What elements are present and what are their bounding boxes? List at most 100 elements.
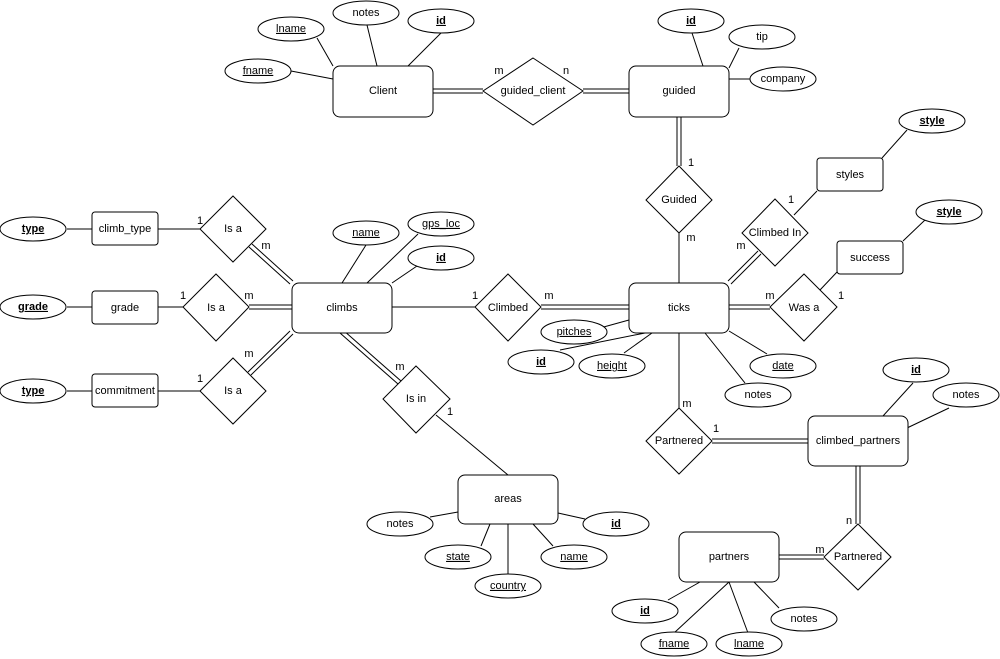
attribute-partners-lname[interactable]: lname: [715, 631, 783, 657]
relationship-isa-climb-type[interactable]: Is a: [199, 195, 267, 263]
entity-climbs[interactable]: climbs: [291, 282, 393, 334]
relationship-label: Was a: [789, 302, 821, 314]
entity-ticks[interactable]: ticks: [628, 282, 730, 334]
relationship-guided[interactable]: Guided: [645, 165, 713, 234]
attribute-climbs-gps-loc[interactable]: gps_loc: [407, 211, 475, 237]
attribute-climbs-id[interactable]: id: [407, 245, 475, 271]
attribute-label: name: [560, 551, 588, 563]
attribute-climbed-partners-notes[interactable]: notes: [932, 382, 1000, 408]
relationship-label: Partnered: [834, 551, 882, 563]
attribute-areas-name[interactable]: name: [540, 544, 608, 570]
relationship-partnered-ticks[interactable]: Partnered: [645, 407, 713, 475]
attribute-label: id: [436, 252, 446, 264]
attribute-label: height: [597, 360, 627, 372]
cardinality-label: 1: [713, 423, 719, 435]
cardinality-label: m: [261, 240, 270, 252]
relationship-label: Climbed In: [749, 227, 802, 239]
attribute-label: id: [611, 518, 621, 530]
relationship-climbed-in[interactable]: Climbed In: [741, 198, 809, 267]
attribute-client-id[interactable]: id: [407, 8, 475, 34]
relationship-was-a[interactable]: Was a: [769, 273, 838, 342]
attribute-label: id: [536, 356, 546, 368]
relationship-isa-grade[interactable]: Is a: [182, 273, 250, 342]
attribute-partners-fname[interactable]: fname: [640, 631, 708, 657]
cardinality-label: m: [682, 398, 691, 410]
cardinality-labels: m n 1 m 1 m m 1 1 m 1 m 1 m 1 m m 1 m 1 …: [180, 65, 852, 556]
attribute-label: style: [919, 115, 944, 127]
entity-label: partners: [709, 551, 750, 563]
relationship-partnered-partners[interactable]: Partnered: [823, 523, 892, 591]
entity-partners[interactable]: partners: [678, 531, 780, 583]
entity-guided[interactable]: guided: [628, 65, 730, 118]
attribute-label: fname: [243, 65, 274, 77]
attribute-label: grade: [18, 301, 48, 313]
cardinality-label: m: [244, 290, 253, 302]
relationship-guided-client[interactable]: guided_client: [482, 57, 584, 126]
attribute-guided-company[interactable]: company: [749, 66, 817, 92]
attribute-partners-notes[interactable]: notes: [770, 606, 838, 632]
cardinality-label: m: [395, 361, 404, 373]
relationship-label: Is a: [224, 385, 243, 397]
attribute-success-style[interactable]: style: [915, 199, 983, 225]
attribute-guided-tip[interactable]: tip: [728, 24, 796, 50]
entity-styles[interactable]: styles: [816, 157, 884, 192]
attribute-label: country: [490, 580, 527, 592]
attribute-label: date: [772, 360, 793, 372]
attribute-grade-grade[interactable]: grade: [0, 294, 67, 320]
attribute-label: id: [911, 364, 921, 376]
cardinality-label: 1: [447, 406, 453, 418]
attribute-client-fname[interactable]: fname: [224, 58, 292, 84]
entity-label: success: [850, 252, 890, 264]
attribute-label: name: [352, 227, 380, 239]
attribute-label: gps_loc: [422, 218, 460, 230]
attribute-label: id: [640, 605, 650, 617]
relationship-is-in[interactable]: Is in: [382, 365, 451, 434]
entity-commitment[interactable]: commitment: [91, 373, 159, 408]
cardinality-label: 1: [197, 215, 203, 227]
cardinality-label: m: [736, 240, 745, 252]
attribute-ticks-notes[interactable]: notes: [724, 382, 792, 408]
attribute-areas-notes[interactable]: notes: [366, 511, 434, 537]
relationship-label: Is in: [406, 393, 426, 405]
attribute-commitment-type[interactable]: type: [0, 378, 67, 404]
attribute-areas-id[interactable]: id: [582, 511, 650, 537]
attribute-areas-country[interactable]: country: [474, 573, 542, 599]
attribute-climbs-name[interactable]: name: [332, 220, 400, 246]
attribute-guided-id[interactable]: id: [657, 8, 725, 34]
entity-climbed-partners[interactable]: climbed_partners: [807, 415, 909, 467]
attribute-partners-id[interactable]: id: [611, 598, 679, 624]
attribute-ticks-date[interactable]: date: [749, 353, 817, 379]
entity-grade[interactable]: grade: [91, 290, 159, 325]
relationship-climbed[interactable]: Climbed: [474, 273, 542, 342]
entity-label: grade: [111, 302, 139, 314]
relationship-isa-commitment[interactable]: Is a: [199, 357, 267, 425]
attribute-ticks-pitches[interactable]: pitches: [540, 319, 608, 345]
attribute-styles-style[interactable]: style: [898, 108, 966, 134]
cardinality-label: m: [765, 290, 774, 302]
cardinality-label: m: [494, 65, 503, 77]
attribute-ticks-height[interactable]: height: [578, 353, 646, 379]
entity-areas[interactable]: areas: [457, 474, 559, 525]
attribute-client-lname[interactable]: lname: [257, 16, 325, 42]
attribute-climbed-partners-id[interactable]: id: [882, 357, 950, 383]
entity-climb-type[interactable]: climb_type: [91, 211, 159, 246]
attribute-label: id: [686, 15, 696, 27]
attribute-label: tip: [756, 31, 768, 43]
relationship-label: Guided: [661, 194, 696, 206]
attribute-areas-state[interactable]: state: [424, 544, 492, 570]
entity-label: commitment: [95, 385, 155, 397]
attribute-climb-type-type[interactable]: type: [0, 216, 67, 242]
attribute-ticks-id[interactable]: id: [507, 349, 575, 375]
attribute-label: type: [22, 385, 45, 397]
entity-label: climbs: [326, 302, 358, 314]
attribute-client-notes[interactable]: notes: [332, 0, 400, 26]
attribute-label: type: [22, 223, 45, 235]
attribute-label: notes: [745, 389, 772, 401]
attribute-label: state: [446, 551, 470, 563]
entity-client[interactable]: Client: [332, 65, 434, 118]
cardinality-label: n: [563, 65, 569, 77]
entity-success[interactable]: success: [836, 240, 904, 275]
attribute-label: id: [436, 15, 446, 27]
attribute-label: notes: [953, 389, 980, 401]
